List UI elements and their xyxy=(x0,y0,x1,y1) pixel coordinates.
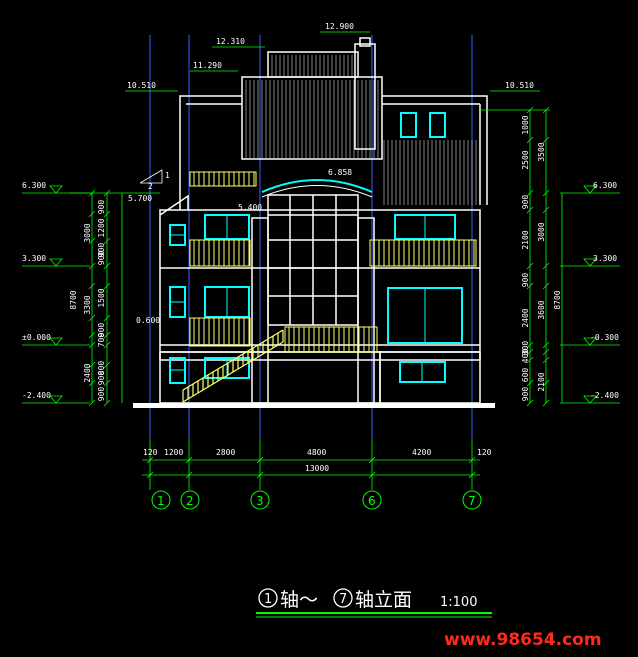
slope-mark-2: 2 xyxy=(148,182,153,191)
right-dim-mid-0: 3500 xyxy=(537,142,546,161)
left-dim-mid-2: 2400 xyxy=(83,363,92,382)
drawing-title: 1 轴～ 7 轴立面 1:100 xyxy=(256,588,492,618)
slope-mark-1: 1 xyxy=(165,171,170,180)
right-dim-inner-8: 600 xyxy=(521,368,530,383)
bottom-dim-5: 120 xyxy=(477,448,492,457)
title-axis-from: 1 xyxy=(264,592,272,607)
left-dim-inner-7: 900 xyxy=(97,371,106,386)
right-dim-inner-3: 2100 xyxy=(521,230,530,249)
title-scale: 1:100 xyxy=(440,595,477,610)
title-text-b: 轴立面 xyxy=(355,589,412,611)
axis-7: 7 xyxy=(468,494,476,508)
right-dim-inner-6: 300 xyxy=(521,341,530,356)
bottom-dim-1: 1200 xyxy=(164,448,183,457)
bottom-dim-4: 4200 xyxy=(412,448,431,457)
elev-left-0: 6.300 xyxy=(22,181,46,190)
elev-top-3: 10.510 xyxy=(127,81,156,90)
right-dim-inner-1: 2500 xyxy=(521,150,530,169)
left-dim-inner-1: 1200 xyxy=(97,218,106,237)
stair xyxy=(182,329,284,403)
elev-left-2: ±0.000 xyxy=(22,333,51,342)
title-text-a: 轴～ xyxy=(280,589,318,611)
left-dim-inner-5: 900 xyxy=(97,323,106,338)
ground-line xyxy=(133,403,495,408)
elev-top-8: 0.600 xyxy=(136,316,160,325)
elev-top-1: 12.310 xyxy=(216,37,245,46)
right-dim-mid-2: 3600 xyxy=(537,300,546,319)
left-dimension-texts: 9001200900900150090070090080090030003300… xyxy=(69,200,106,402)
right-dim-mid-1: 3000 xyxy=(537,222,546,241)
axis-6: 6 xyxy=(368,494,376,508)
elev-top-0: 12.900 xyxy=(325,22,354,31)
left-dim-inner-4: 1500 xyxy=(97,288,106,307)
elev-right-2: -0.300 xyxy=(590,333,619,342)
bottom-total: 13000 xyxy=(305,464,329,473)
right-dim-inner-4: 900 xyxy=(521,273,530,288)
axis-2: 2 xyxy=(186,494,194,508)
dimension-lines xyxy=(22,31,620,490)
axis-bubbles xyxy=(151,490,482,510)
elev-top-2: 11.290 xyxy=(193,61,222,70)
elev-left-1: 3.300 xyxy=(22,254,46,263)
elev-top-6: 5.700 xyxy=(128,194,152,203)
right-dim-outer-0: 8700 xyxy=(553,290,562,309)
right-dim-mid-3: 2100 xyxy=(537,372,546,391)
left-dim-inner-3: 900 xyxy=(97,251,106,266)
roof-hatching xyxy=(245,55,477,205)
watermark: www.98654.com xyxy=(444,630,602,650)
elev-right-3: -2.400 xyxy=(590,391,619,400)
bottom-dim-0: 120 xyxy=(143,448,158,457)
left-dim-inner-9: 900 xyxy=(97,387,106,402)
elev-top-4: 10.510 xyxy=(505,81,534,90)
balcony-railings xyxy=(189,171,477,353)
title-axis-to: 7 xyxy=(339,592,347,607)
left-dim-inner-0: 900 xyxy=(97,200,106,215)
right-dim-inner-2: 900 xyxy=(521,195,530,210)
elev-right-0: 6.300 xyxy=(593,181,617,190)
elev-right-1: 3.300 xyxy=(593,254,617,263)
left-dim-inner-8: 800 xyxy=(97,361,106,376)
axis-1: 1 xyxy=(157,494,165,508)
left-dim-inner-6: 700 xyxy=(97,333,106,348)
right-dim-inner-0: 1000 xyxy=(521,115,530,134)
bottom-dim-2: 2800 xyxy=(216,448,235,457)
right-dim-inner-9: 900 xyxy=(521,387,530,402)
elev-top-5: 6.858 xyxy=(328,168,352,177)
building-outline xyxy=(159,37,488,404)
bottom-dim-3: 4800 xyxy=(307,448,326,457)
left-dim-mid-1: 3300 xyxy=(83,295,92,314)
elev-left-3: -2.400 xyxy=(22,391,51,400)
entry-arch xyxy=(261,179,373,193)
axis-3: 3 xyxy=(256,494,264,508)
elev-top-7: 5.400 xyxy=(238,203,262,212)
left-dim-outer-0: 8700 xyxy=(69,290,78,309)
right-dim-inner-5: 2400 xyxy=(521,308,530,327)
axis-gridlines xyxy=(149,35,473,440)
left-dim-mid-0: 3000 xyxy=(83,223,92,242)
left-dim-inner-2: 900 xyxy=(97,243,106,258)
right-dim-inner-7: 400 xyxy=(521,349,530,364)
